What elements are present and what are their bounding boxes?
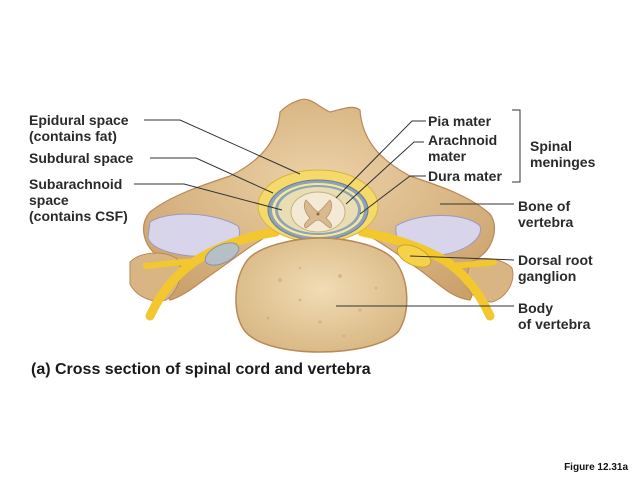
leader-epidural	[144, 119, 301, 175]
label-body-line2: of vertebra	[518, 316, 591, 332]
leader-subdural	[150, 157, 274, 194]
label-drg-line1: Dorsal root	[518, 252, 593, 268]
label-subdural-space: Subdural space	[29, 150, 134, 166]
spinal-nerve-left	[145, 227, 281, 321]
label-meninges-line2: meninges	[530, 154, 596, 170]
central-canal	[316, 212, 320, 216]
nerve-branch-left	[143, 259, 193, 269]
leader-arachnoid	[345, 141, 424, 205]
label-epidural-line1: Epidural space	[29, 112, 129, 128]
label-subarachnoid-space: Subarachnoid space (contains CSF)	[29, 176, 128, 224]
label-pia-mater: Pia mater	[428, 113, 492, 129]
label-drg-line2: ganglion	[518, 268, 577, 284]
label-arachnoid-line2: mater	[428, 148, 467, 164]
label-arachnoid-mater: Arachnoid mater	[428, 132, 497, 164]
label-bone-line2: vertebra	[518, 214, 574, 230]
leader-lines	[134, 119, 515, 307]
dorsal-root-ganglion-left	[204, 242, 240, 266]
figure-caption: (a) Cross section of spinal cord and ver…	[31, 361, 371, 378]
label-dorsal-root-ganglion: Dorsal root ganglion	[518, 252, 593, 284]
bone-texture	[266, 266, 378, 338]
label-arachnoid-line1: Arachnoid	[428, 132, 498, 148]
label-epidural-space: Epidural space (contains fat)	[29, 112, 129, 144]
nerve-branch-right	[451, 259, 497, 269]
label-subarachnoid-line3: (contains CSF)	[29, 208, 128, 224]
label-body-line1: Body	[518, 300, 553, 316]
meninges-bracket	[512, 109, 521, 183]
label-subarachnoid-line1: Subarachnoid	[29, 176, 123, 192]
label-epidural-line2: (contains fat)	[29, 128, 117, 144]
label-meninges-line1: Spinal	[530, 138, 573, 154]
leader-drg	[409, 255, 515, 261]
leader-subarachnoid	[134, 183, 283, 211]
label-bone-line1: Bone of	[518, 198, 571, 214]
leader-pia	[335, 120, 426, 199]
label-dura-mater: Dura mater	[428, 168, 502, 184]
label-body-of-vertebra: Body of vertebra	[518, 300, 590, 332]
spinal-nerve-right	[357, 227, 495, 321]
label-spinal-meninges: Spinal meninges	[530, 138, 595, 170]
label-subarachnoid-line2: space	[29, 192, 69, 208]
vertebral-body	[235, 237, 408, 353]
leader-dura	[359, 175, 426, 215]
figure-number: Figure 12.31a	[564, 462, 628, 473]
label-bone-of-vertebra: Bone of vertebra	[518, 198, 573, 230]
